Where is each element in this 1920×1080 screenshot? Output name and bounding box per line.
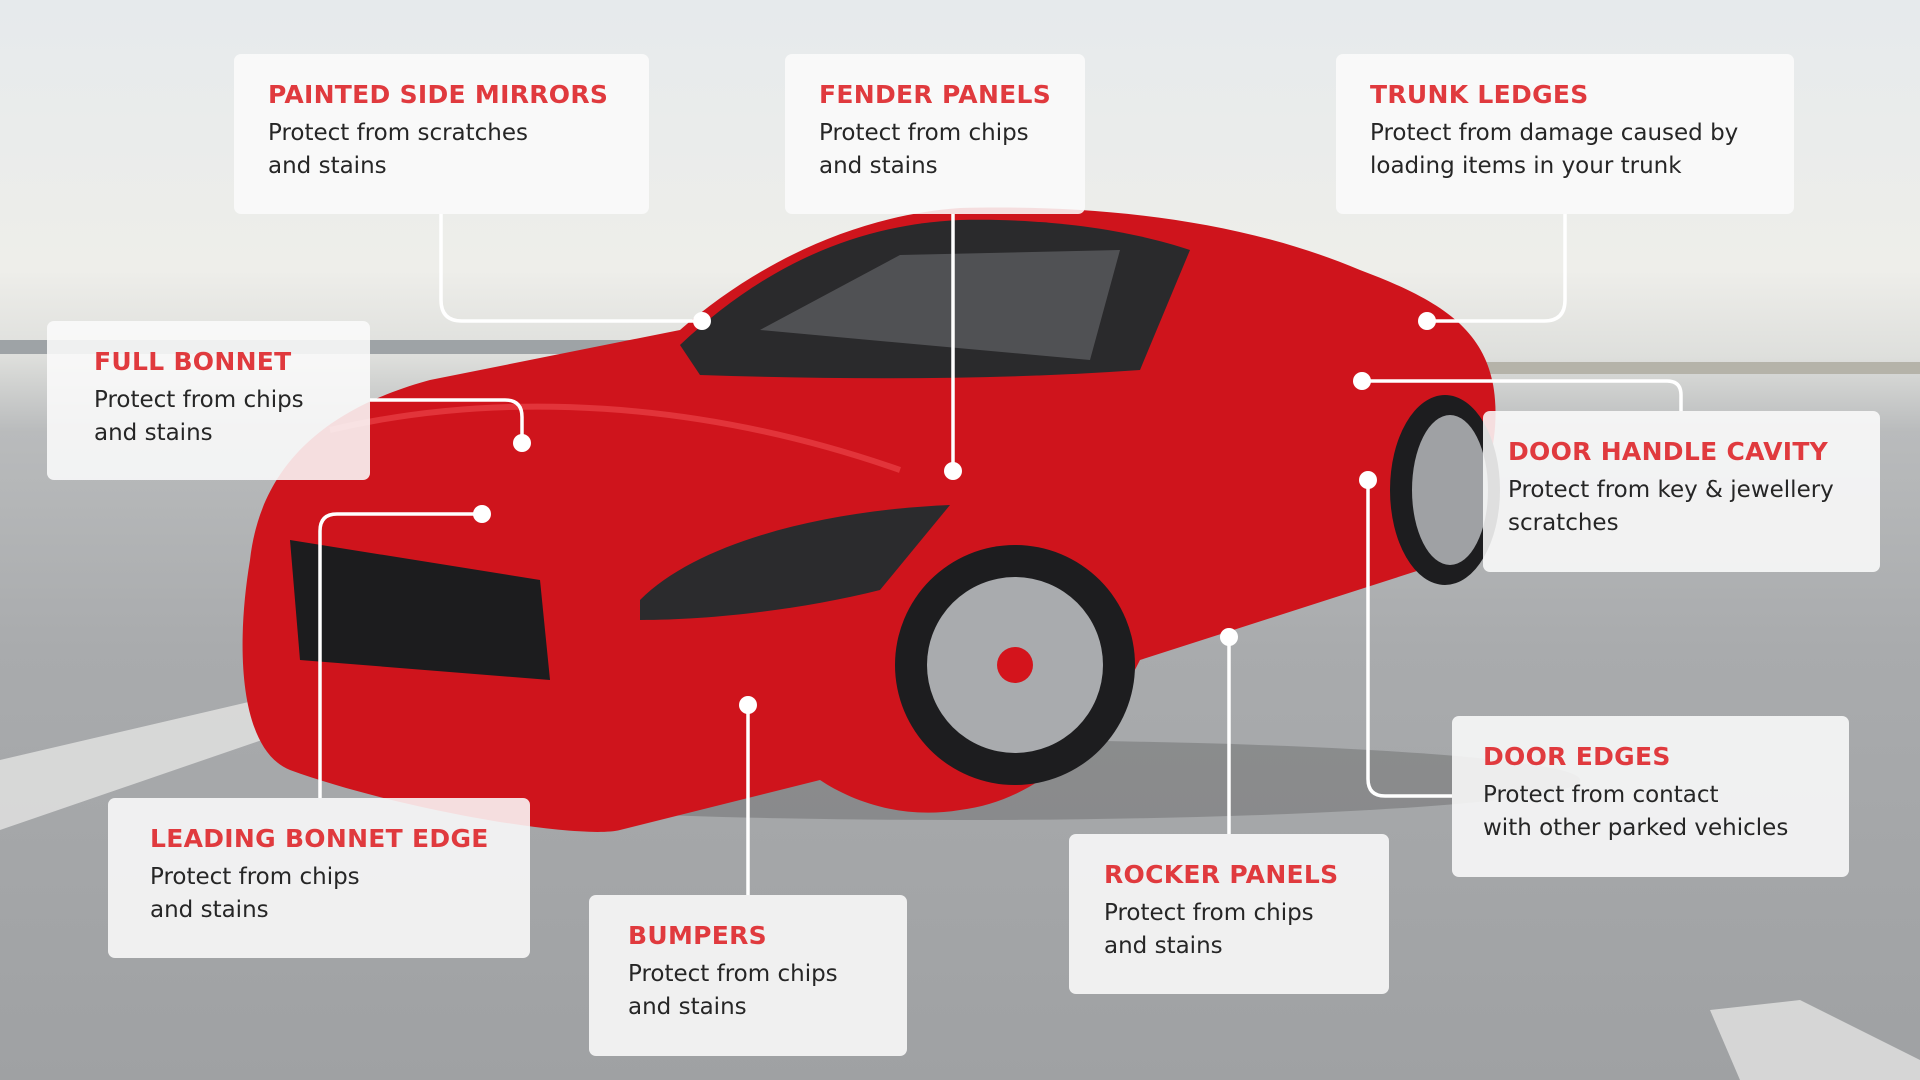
- callout-fender-panels: FENDER PANELS Protect from chips and sta…: [785, 54, 1085, 214]
- connector-lines: [318, 214, 1683, 895]
- callout-trunk-ledges: TRUNK LEDGES Protect from damage caused …: [1336, 54, 1794, 214]
- callout-title: DOOR EDGES: [1483, 742, 1671, 771]
- callout-text: Protect from chips and stains: [819, 120, 1029, 179]
- callout-text: Protect from chips and stains: [628, 961, 838, 1020]
- road-marking: [1710, 1000, 1920, 1080]
- callout-title: DOOR HANDLE CAVITY: [1508, 437, 1829, 466]
- callout-bumpers: BUMPERS Protect from chips and stains: [589, 895, 907, 1056]
- road-marking: [0, 690, 320, 830]
- callout-title: FULL BONNET: [94, 347, 292, 376]
- callout-title: ROCKER PANELS: [1104, 860, 1339, 889]
- callout-door-edges: DOOR EDGES Protect from contact with oth…: [1452, 716, 1849, 877]
- red-sports-car: [242, 207, 1580, 832]
- callout-leading-bonnet-edge: LEADING BONNET EDGE Protect from chips a…: [108, 798, 530, 958]
- callout-text: Protect from contact with other parked v…: [1483, 782, 1789, 841]
- callout-title: PAINTED SIDE MIRRORS: [268, 80, 609, 109]
- callout-text: Protect from chips and stains: [150, 864, 360, 923]
- callout-door-handle-cavity: DOOR HANDLE CAVITY Protect from key & je…: [1483, 411, 1880, 572]
- callout-text: Protect from chips and stains: [1104, 900, 1314, 959]
- callout-text: Protect from chips and stains: [94, 387, 304, 446]
- callout-title: LEADING BONNET EDGE: [150, 824, 489, 853]
- callout-title: TRUNK LEDGES: [1370, 80, 1589, 109]
- callout-rocker-panels: ROCKER PANELS Protect from chips and sta…: [1069, 834, 1389, 994]
- guardrail-right: [1480, 362, 1920, 374]
- callout-text: Protect from scratches and stains: [268, 120, 529, 179]
- callout-text: Protect from key & jewellery scratches: [1508, 477, 1834, 536]
- callout-painted-side-mirrors: PAINTED SIDE MIRRORS Protect from scratc…: [234, 54, 649, 214]
- callout-text: Protect from damage caused by loading it…: [1370, 120, 1739, 179]
- connector-dots: [473, 312, 1436, 714]
- callout-title: BUMPERS: [628, 921, 767, 950]
- callout-title: FENDER PANELS: [819, 80, 1052, 109]
- callout-full-bonnet: FULL BONNET Protect from chips and stain…: [47, 321, 370, 480]
